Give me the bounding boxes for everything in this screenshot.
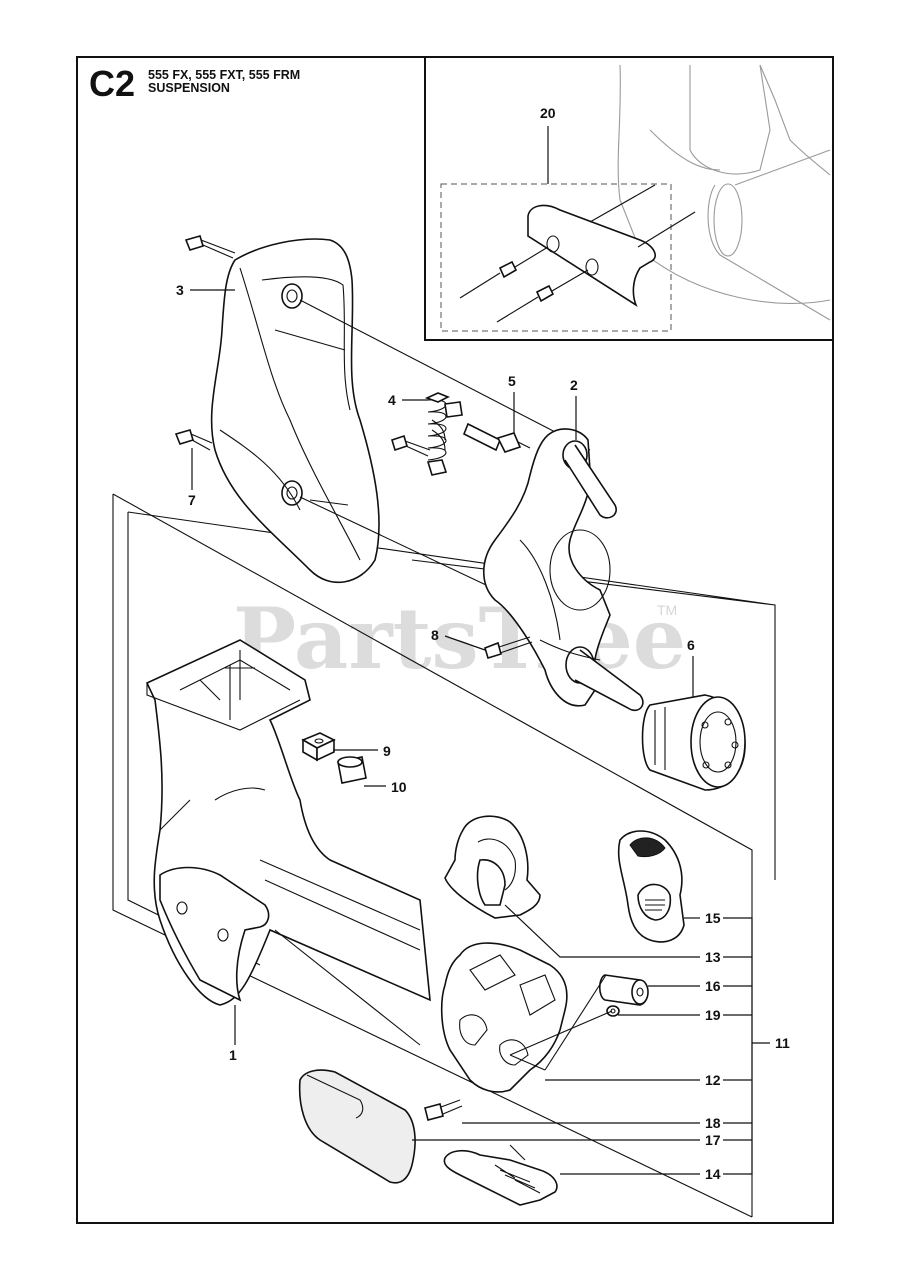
- rivet-upper: [459, 260, 518, 299]
- sleeve-16: [598, 974, 649, 1006]
- screw-8: [484, 636, 533, 660]
- rivet-lower: [496, 284, 555, 323]
- square-nut-9: [301, 732, 336, 762]
- screw-18: [424, 1099, 463, 1121]
- inset-dashed-box: [440, 183, 672, 332]
- model-list: 555 FX, 555 FXT, 555 FRM: [148, 68, 300, 82]
- harness-plate: [210, 238, 380, 584]
- callout-10: 10: [391, 779, 407, 795]
- callout-14: 14: [705, 1166, 721, 1182]
- callout-1: 1: [229, 1047, 237, 1063]
- screw-3: [184, 235, 236, 259]
- callout-16: 16: [705, 978, 721, 994]
- callout-11: 11: [775, 1035, 790, 1051]
- buckle-12: [440, 942, 568, 1093]
- hook-piece-14: [443, 1144, 558, 1206]
- inset-detail: 20: [424, 56, 834, 341]
- callout-8: 8: [431, 627, 439, 643]
- pad-17: [298, 1069, 416, 1184]
- watermark-trademark: TM: [657, 602, 677, 618]
- spring-assembly: [391, 392, 463, 476]
- screw-7: [174, 429, 213, 451]
- bracket-plate: [527, 204, 656, 308]
- section-title: SUSPENSION: [148, 81, 230, 95]
- callout-9: 9: [383, 743, 391, 759]
- callout-5: 5: [508, 373, 516, 389]
- callout-4: 4: [388, 392, 396, 408]
- section-code: C2: [89, 63, 135, 104]
- callout-6: 6: [687, 637, 695, 653]
- washer-19: [606, 1005, 620, 1017]
- damper-6: [641, 694, 746, 791]
- callout-20: 20: [540, 105, 556, 121]
- callout-12: 12: [705, 1072, 721, 1088]
- suspension-bracket: [483, 428, 644, 712]
- harness-hook-13: [444, 815, 541, 919]
- callout-13: 13: [705, 949, 721, 965]
- callout-2: 2: [570, 377, 578, 393]
- callout-3: 3: [176, 282, 184, 298]
- housing-tube: [145, 639, 431, 1046]
- watermark-text: PartsTree: [233, 589, 686, 688]
- callout-bracket-11: [723, 917, 770, 1175]
- callout-7: 7: [188, 492, 196, 508]
- lock-piece-15: [617, 830, 685, 943]
- sleeve-10: [337, 756, 367, 784]
- callout-17: 17: [705, 1132, 721, 1148]
- callout-19: 19: [705, 1007, 721, 1023]
- callout-15: 15: [705, 910, 721, 926]
- bolt-5: [462, 422, 531, 453]
- callout-18: 18: [705, 1115, 721, 1131]
